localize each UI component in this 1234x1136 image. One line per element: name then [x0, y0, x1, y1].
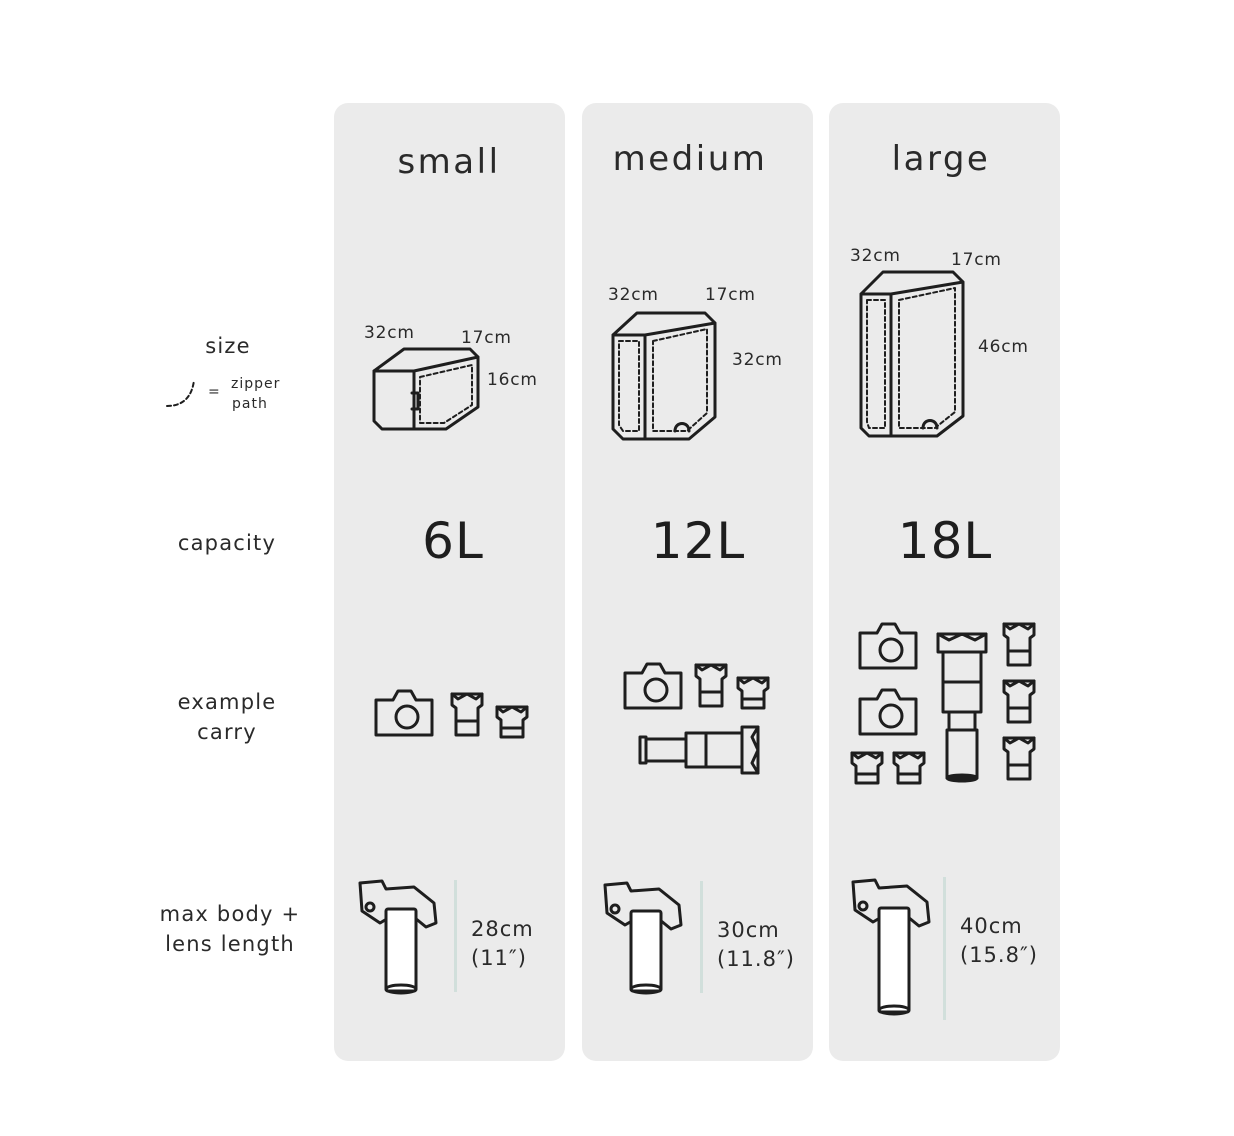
lens-length-in-large: (15.8″) [960, 943, 1038, 967]
lens-icon [694, 663, 728, 708]
bag-large-icon [859, 270, 965, 438]
width-large: 32cm [850, 246, 901, 266]
lens-length-in-medium: (11.8″) [717, 947, 795, 971]
bag-medium-icon [611, 311, 717, 441]
short-lens-icon [892, 751, 926, 785]
telephoto-lens-icon [936, 632, 988, 783]
height-medium: 32cm [732, 350, 783, 370]
depth-small: 17cm [461, 328, 512, 348]
camera-icon [858, 688, 918, 736]
body-lens-length-large-icon [851, 878, 931, 1016]
capacity-medium: 12L [650, 512, 746, 570]
lens-icon [1002, 622, 1036, 667]
depth-medium: 17cm [705, 285, 756, 305]
camera-icon [623, 662, 683, 710]
capacity-row-label: capacity [177, 531, 277, 555]
zipper-path-icon [166, 379, 195, 407]
zipper-label-line2: path [232, 396, 268, 412]
short-lens-icon [495, 705, 529, 739]
height-large: 46cm [978, 337, 1029, 357]
height-small: 16cm [487, 370, 538, 390]
length-divider-large [943, 877, 946, 1020]
lens-icon [1002, 736, 1036, 781]
telephoto-lens-icon [638, 725, 760, 775]
lens-length-cm-medium: 30cm [717, 918, 780, 942]
lens-length-in-small: (11″) [471, 946, 527, 970]
size-row-label: size [205, 334, 251, 358]
camera-icon [374, 689, 434, 737]
example-carry-label-line1: example [177, 690, 277, 714]
zipper-equals: = [208, 384, 221, 400]
bag-small-icon [372, 347, 480, 431]
capacity-small: 6L [422, 512, 484, 570]
lens-length-cm-small: 28cm [471, 917, 534, 941]
short-lens-icon [850, 751, 884, 785]
width-medium: 32cm [608, 285, 659, 305]
lens-icon [450, 692, 484, 737]
max-length-label-line1: max body + [159, 902, 301, 926]
example-carry-label-line2: carry [197, 720, 257, 744]
capacity-large: 18L [897, 512, 993, 570]
max-length-label-line2: lens length [165, 932, 295, 956]
length-divider-medium [700, 881, 703, 993]
size-title-large: large [891, 139, 991, 179]
length-divider-small [454, 880, 457, 992]
column-small [334, 103, 565, 1061]
zipper-label-line1: zipper [231, 376, 281, 392]
width-small: 32cm [364, 323, 415, 343]
size-title-medium: medium [612, 139, 768, 179]
short-lens-icon [736, 676, 770, 710]
depth-large: 17cm [951, 250, 1002, 270]
body-lens-length-medium-icon [603, 881, 683, 995]
lens-icon [1002, 679, 1036, 724]
camera-icon [858, 622, 918, 670]
size-title-small: small [397, 142, 501, 182]
column-medium [582, 103, 813, 1061]
body-lens-length-small-icon [358, 879, 438, 995]
lens-length-cm-large: 40cm [960, 914, 1023, 938]
